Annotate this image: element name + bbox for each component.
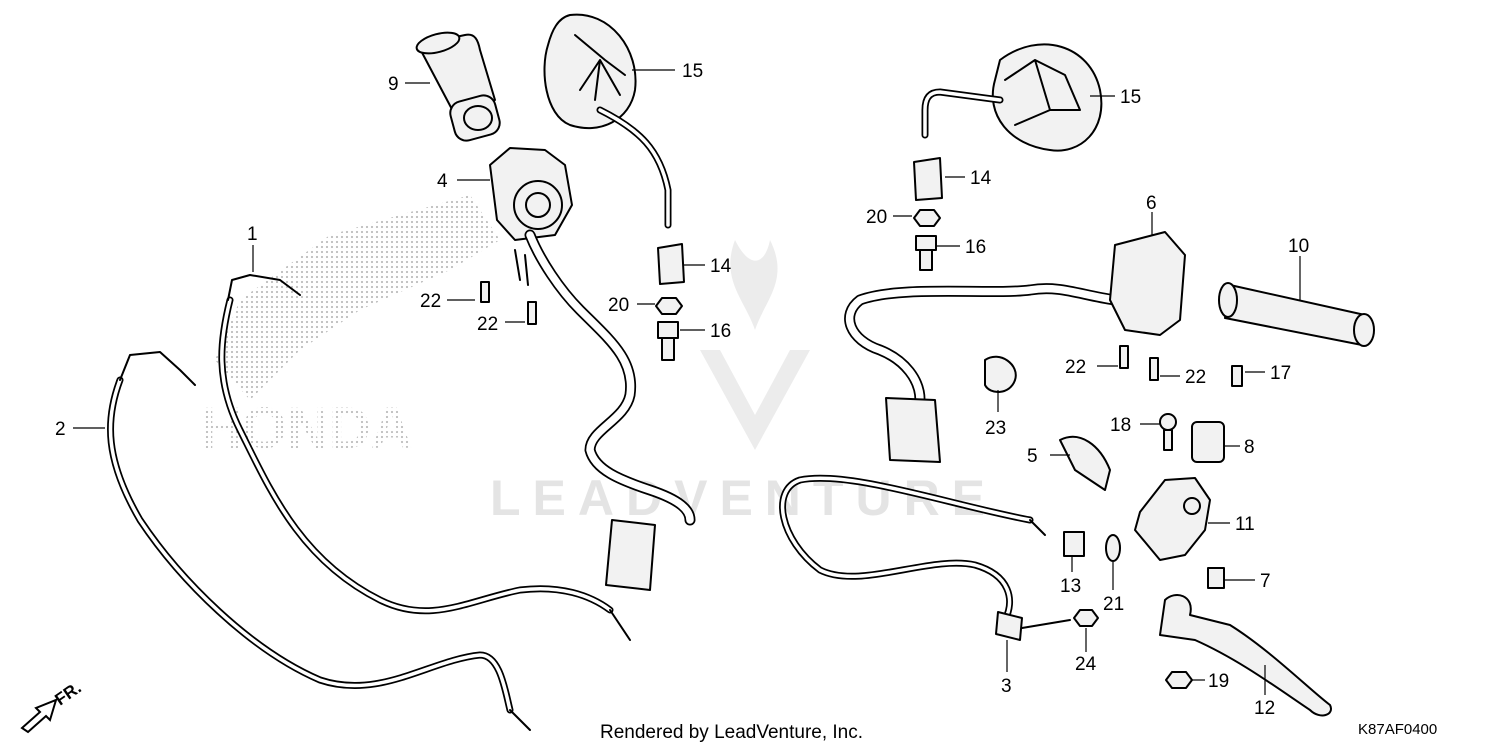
callout-24[interactable]: 24 [1075,654,1097,675]
callout-4[interactable]: 4 [437,171,448,192]
callout-20-right[interactable]: 20 [866,207,887,228]
part-screw-22-right-b[interactable] [1149,357,1159,381]
callout-17[interactable]: 17 [1270,363,1291,384]
callout-7[interactable]: 7 [1260,571,1271,592]
part-screw-22-left-a[interactable] [480,281,490,303]
callout-1[interactable]: 1 [247,224,258,245]
part-washer-21[interactable] [1105,534,1121,562]
leadventure-wordmark: LEADVENTURE [490,470,997,526]
callout-9[interactable]: 9 [388,74,399,95]
part-screw-18[interactable] [1159,413,1177,451]
part-bolt-left-16[interactable] [657,321,679,361]
part-bolt-right-16[interactable] [915,235,937,271]
part-throttle-cable-2[interactable] [106,351,531,731]
honda-wing-logo [215,195,500,400]
part-mirror-right[interactable] [921,43,1103,152]
callout-10[interactable]: 10 [1288,236,1309,257]
callout-22-left-b[interactable]: 22 [477,314,498,335]
leader-lines [73,69,1301,695]
callout-16-right[interactable]: 16 [965,237,986,258]
callout-16-left[interactable]: 16 [710,321,731,342]
callouts: 9 15 4 1 2 22 22 14 20 16 15 14 20 16 6 … [55,61,1309,719]
callout-15-right[interactable]: 15 [1120,87,1141,108]
leadventure-watermark: LEADVENTURE [490,240,997,526]
callout-22-left-a[interactable]: 22 [420,291,441,312]
callout-14-left[interactable]: 14 [710,256,732,277]
part-collar-left[interactable] [657,243,685,285]
part-lever-12[interactable] [1159,594,1332,717]
leadventure-logo-mark [700,240,810,450]
callout-11[interactable]: 11 [1235,514,1255,535]
part-adjuster-13[interactable] [1063,531,1085,557]
callout-14-right[interactable]: 14 [970,168,992,189]
part-grip-right[interactable] [1218,282,1375,347]
part-switch-right[interactable] [844,231,1186,463]
part-cover-5[interactable] [1059,435,1111,491]
part-holder-8[interactable] [1191,421,1225,463]
callout-12[interactable]: 12 [1254,698,1275,719]
part-nut-19[interactable] [1165,671,1193,689]
callout-15-left[interactable]: 15 [682,61,703,82]
diagram-code: K87AF0400 [1358,721,1437,738]
part-grip-left[interactable] [414,29,502,144]
callout-6[interactable]: 6 [1146,193,1157,214]
part-screw-22-right-a[interactable] [1119,345,1129,369]
part-nut-24[interactable] [1073,609,1099,627]
part-screw-22-left-b[interactable] [527,301,537,325]
part-bolt-17[interactable] [1231,365,1243,387]
part-nut-right[interactable] [913,209,941,227]
callout-22-right-b[interactable]: 22 [1185,367,1206,388]
callout-20-left[interactable]: 20 [608,295,629,316]
part-throttle-cable-1[interactable] [218,274,631,641]
part-collar-right[interactable] [913,157,943,201]
part-lever-bracket-11[interactable] [1134,477,1211,561]
callout-23[interactable]: 23 [985,418,1006,439]
part-clamp-23[interactable] [984,355,1017,393]
part-switch-7[interactable] [1207,567,1225,589]
callout-3[interactable]: 3 [1001,676,1012,697]
front-arrow-icon [20,698,58,734]
direction-indicator: FR. [20,678,85,734]
part-nut-left[interactable] [655,297,683,315]
callout-22-right-a[interactable]: 22 [1065,357,1086,378]
callout-2[interactable]: 2 [55,419,66,440]
callout-18[interactable]: 18 [1110,415,1131,436]
part-mirror-left[interactable] [543,13,672,229]
rendered-by-credit: Rendered by LeadVenture, Inc. [600,722,863,743]
front-direction-label: FR. [51,678,84,709]
honda-watermark: HONDA [200,195,500,461]
callout-21[interactable]: 21 [1103,594,1124,615]
part-clutch-cable-3[interactable] [779,474,1071,641]
callout-13[interactable]: 13 [1060,576,1081,597]
part-switch-left[interactable] [489,147,696,591]
callout-19[interactable]: 19 [1208,671,1229,692]
callout-8[interactable]: 8 [1244,437,1255,458]
callout-5[interactable]: 5 [1027,446,1038,467]
